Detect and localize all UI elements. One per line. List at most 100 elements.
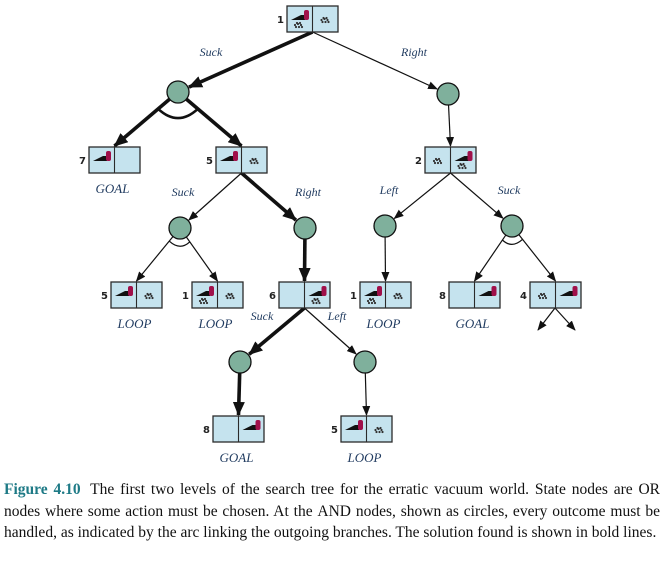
edge-n5-a4 — [240, 171, 298, 222]
edges-layer — [113, 30, 576, 416]
and-arcs-layer — [157, 108, 523, 247]
edge-n6-a7 — [248, 306, 306, 356]
and-nodes-layer — [166, 80, 524, 374]
vacuum-body-icon — [467, 151, 473, 161]
vacuum-icon — [196, 291, 210, 296]
caption-text-3: nodes, shown as circles, every outcome m… — [4, 502, 661, 542]
and-node-a4 — [293, 216, 317, 240]
vacuum-icon — [115, 291, 129, 296]
and-node-a5 — [373, 214, 397, 238]
vacuum-body-icon — [209, 286, 214, 296]
edge-a3-n5b — [135, 236, 174, 282]
vacuum-icon — [308, 291, 323, 296]
vacuum-body-icon — [304, 10, 309, 20]
and-node-a7 — [228, 350, 252, 374]
and-node-a8 — [353, 350, 377, 374]
caption-or-term: OR — [638, 481, 660, 498]
vacuum-body-icon — [321, 286, 327, 296]
dirt-icon — [537, 292, 548, 300]
state-number: 1 — [350, 291, 357, 302]
edge-action-label: Suck — [200, 45, 223, 59]
vacuum-icon — [454, 156, 469, 161]
state-node-n6: 6 — [269, 281, 331, 309]
edge-n6-a8 — [304, 307, 357, 355]
vacuum-icon — [559, 291, 574, 296]
and-node-a1 — [166, 80, 190, 104]
edge-action-label: Right — [400, 45, 428, 59]
state-number: 8 — [439, 291, 446, 302]
vacuum-body-icon — [491, 286, 497, 296]
unexpanded-edge — [554, 307, 576, 331]
status-label-loop: LOOP — [366, 316, 401, 331]
state-node-n4: 4 — [520, 281, 582, 309]
caption-text-1: The first two levels of the search tree … — [90, 481, 639, 498]
edge-a2-n2 — [446, 104, 455, 147]
state-number: 5 — [101, 291, 108, 302]
status-label-goal: GOAL — [220, 450, 254, 465]
state-number: 1 — [182, 291, 189, 302]
dirt-icon — [198, 297, 209, 305]
edge-action-label: Suck — [251, 309, 274, 323]
state-number: 4 — [520, 291, 527, 302]
state-node-n1: 1 — [277, 5, 339, 33]
status-label-loop: LOOP — [347, 450, 382, 465]
unexpanded-edge — [537, 307, 556, 331]
state-node-n5: 5 — [206, 146, 268, 174]
and-node-a2 — [436, 82, 460, 106]
edge-n2-a6 — [450, 172, 504, 219]
state-number: 8 — [203, 425, 210, 436]
vacuum-icon — [220, 156, 234, 161]
edge-a6-n4 — [518, 234, 557, 282]
vacuum-body-icon — [128, 286, 133, 296]
edge-a1-n5 — [185, 97, 243, 148]
edge-a3-n1b — [185, 236, 219, 282]
vacuum-icon — [478, 291, 493, 296]
vacuum-body-icon — [106, 151, 111, 161]
vacuum-icon — [291, 15, 305, 20]
vacuum-body-icon — [358, 420, 363, 430]
dirt-icon — [225, 292, 235, 300]
vacuum-body-icon — [233, 151, 238, 161]
edge-a6-n8 — [473, 234, 507, 282]
state-number: 1 — [277, 15, 284, 26]
edge-n5-a3 — [188, 172, 242, 221]
and-node-a3 — [168, 216, 192, 240]
state-number: 6 — [269, 291, 276, 302]
figure-caption: Figure 4.10 The first two levels of the … — [4, 479, 660, 544]
and-arc — [157, 108, 199, 120]
vacuum-body-icon — [377, 286, 382, 296]
dirt-icon — [432, 157, 443, 165]
edge-action-label: Suck — [172, 185, 195, 199]
caption-and-term: AND — [317, 502, 352, 520]
dirt-icon — [144, 292, 154, 300]
dirt-icon — [374, 426, 384, 434]
status-label-loop: LOOP — [198, 316, 233, 331]
status-label-goal: GOAL — [96, 181, 130, 196]
dirt-icon — [249, 157, 259, 165]
edge-action-label: Right — [294, 185, 322, 199]
dirt-icon — [293, 21, 304, 29]
and-arc — [168, 240, 191, 247]
vacuum-icon — [364, 291, 378, 296]
state-number: 5 — [206, 156, 213, 167]
edge-action-label: Left — [327, 309, 347, 323]
vacuum-body-icon — [572, 286, 578, 296]
status-label-goal: GOAL — [456, 316, 490, 331]
edge-a1-n7 — [113, 97, 171, 148]
edge-action-label: Suck — [498, 183, 521, 197]
edge-a7-n8b — [232, 372, 245, 416]
dirt-icon — [311, 297, 321, 305]
state-node-n2: 2 — [415, 146, 477, 174]
dirt-icon — [457, 162, 467, 170]
state-number: 7 — [79, 156, 86, 167]
